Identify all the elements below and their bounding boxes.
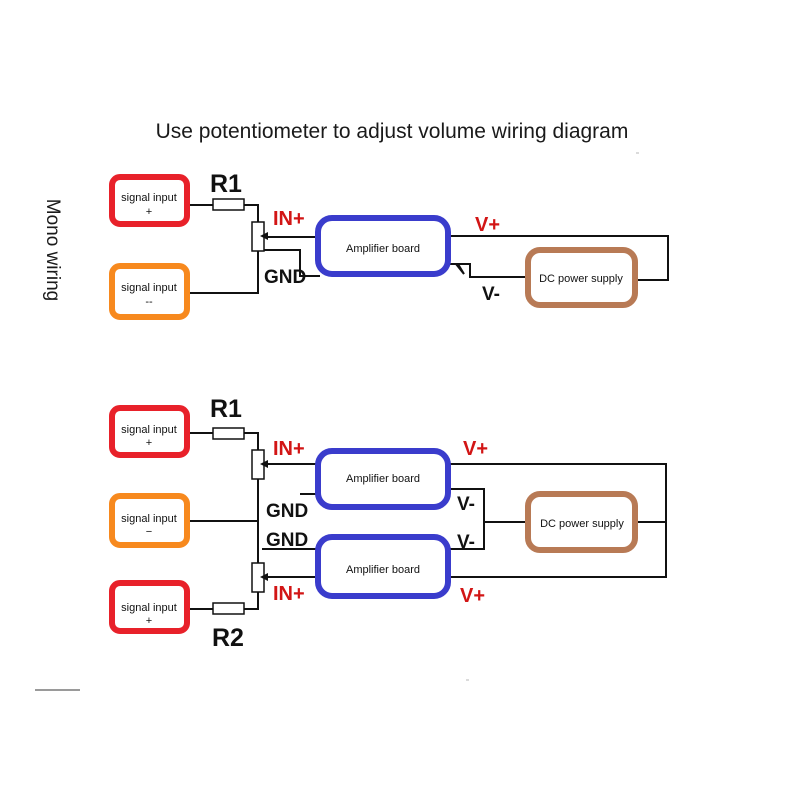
stereo-power-box	[525, 491, 638, 553]
mono-wire-gnd-amp	[262, 249, 320, 277]
mono-signal-plus-line1: signal input	[121, 192, 177, 204]
mono-potentiometer-wiper-arrow	[260, 232, 268, 240]
mono-wire-v-plus	[448, 235, 669, 281]
mono-wire-v-minus	[448, 263, 528, 278]
stereo-in-plus-top-label: IN+	[273, 438, 305, 460]
mono-power-box	[525, 247, 638, 308]
stereo-wire-signal-bot	[187, 592, 259, 610]
mono-power-label: DC power supply	[539, 273, 623, 285]
stereo-amplifier-bot-label: Amplifier board	[346, 564, 420, 576]
stereo-signal-bot-line2: +	[146, 615, 152, 627]
stereo-wire-signal-top	[187, 432, 259, 450]
mono-signal-minus-line1: signal input	[121, 282, 177, 294]
mono-signal-plus-box	[109, 174, 190, 227]
stereo-signal-mid-box	[109, 493, 190, 548]
stereo-gnd-top-label: GND	[266, 501, 308, 522]
mono-amplifier-box	[315, 215, 451, 277]
stereo-amplifier-bot-box	[315, 534, 451, 599]
diagram-title: Use potentiometer to adjust volume wirin…	[156, 120, 629, 143]
mono-signal-minus-line2: --	[145, 296, 153, 308]
stereo-resistor-r2-label: R2	[212, 624, 244, 652]
mono-wire-signal-plus	[187, 204, 259, 222]
stereo-signal-top-line1: signal input	[121, 424, 177, 436]
mono-in-plus-label: IN+	[273, 208, 305, 230]
stereo-resistor-r2	[212, 602, 245, 615]
mono-resistor-r1-label: R1	[210, 170, 242, 198]
stereo-potentiometer-bot-wiper-arrow	[260, 573, 268, 581]
stereo-resistor-r1	[212, 427, 245, 440]
mono-circuit: R1 signal input + signal input -- IN+ GN…	[109, 170, 669, 320]
stereo-signal-bot-box	[109, 580, 190, 634]
stereo-resistor-r1-label: R1	[210, 395, 242, 423]
stereo-signal-top-box	[109, 405, 190, 458]
stereo-wire-gnd-common	[187, 479, 259, 563]
stereo-v-plus-bot-label: V+	[460, 585, 485, 607]
stereo-v-plus-top-label: V+	[463, 438, 488, 460]
mono-v-minus-label: V-	[482, 284, 500, 305]
mono-v-plus-label: V+	[475, 214, 500, 236]
stereo-v-minus-bot-label: V-	[457, 532, 475, 553]
stereo-amplifier-top-label: Amplifier board	[346, 473, 420, 485]
stereo-signal-top-line2: +	[146, 437, 152, 449]
stereo-signal-bot-line1: signal input	[121, 602, 177, 614]
stereo-circuit: R1 R2 signal input + signal input − sign…	[109, 395, 667, 652]
mono-signal-plus-line2: +	[146, 206, 152, 218]
stereo-signal-mid-line1: signal input	[121, 513, 177, 525]
stereo-wire-v-minus	[448, 488, 528, 550]
stereo-power-label: DC power supply	[540, 518, 624, 530]
stereo-v-minus-top-label: V-	[457, 494, 475, 515]
stereo-gnd-bot-label: GND	[266, 530, 308, 551]
stereo-signal-mid-line2: −	[146, 526, 152, 538]
mono-resistor-r1	[212, 198, 245, 211]
mono-wire-gnd	[187, 251, 259, 294]
stereo-in-plus-bot-label: IN+	[273, 583, 305, 605]
stereo-potentiometer-top-wiper-arrow	[260, 460, 268, 468]
stereo-wire-v-plus	[448, 463, 667, 578]
mono-gnd-label: GND	[264, 267, 306, 288]
mono-signal-minus-box	[109, 263, 190, 320]
mono-amplifier-label: Amplifier board	[346, 243, 420, 255]
stereo-amplifier-top-box	[315, 448, 451, 510]
mono-wiring-label: Mono wiring	[42, 199, 63, 301]
